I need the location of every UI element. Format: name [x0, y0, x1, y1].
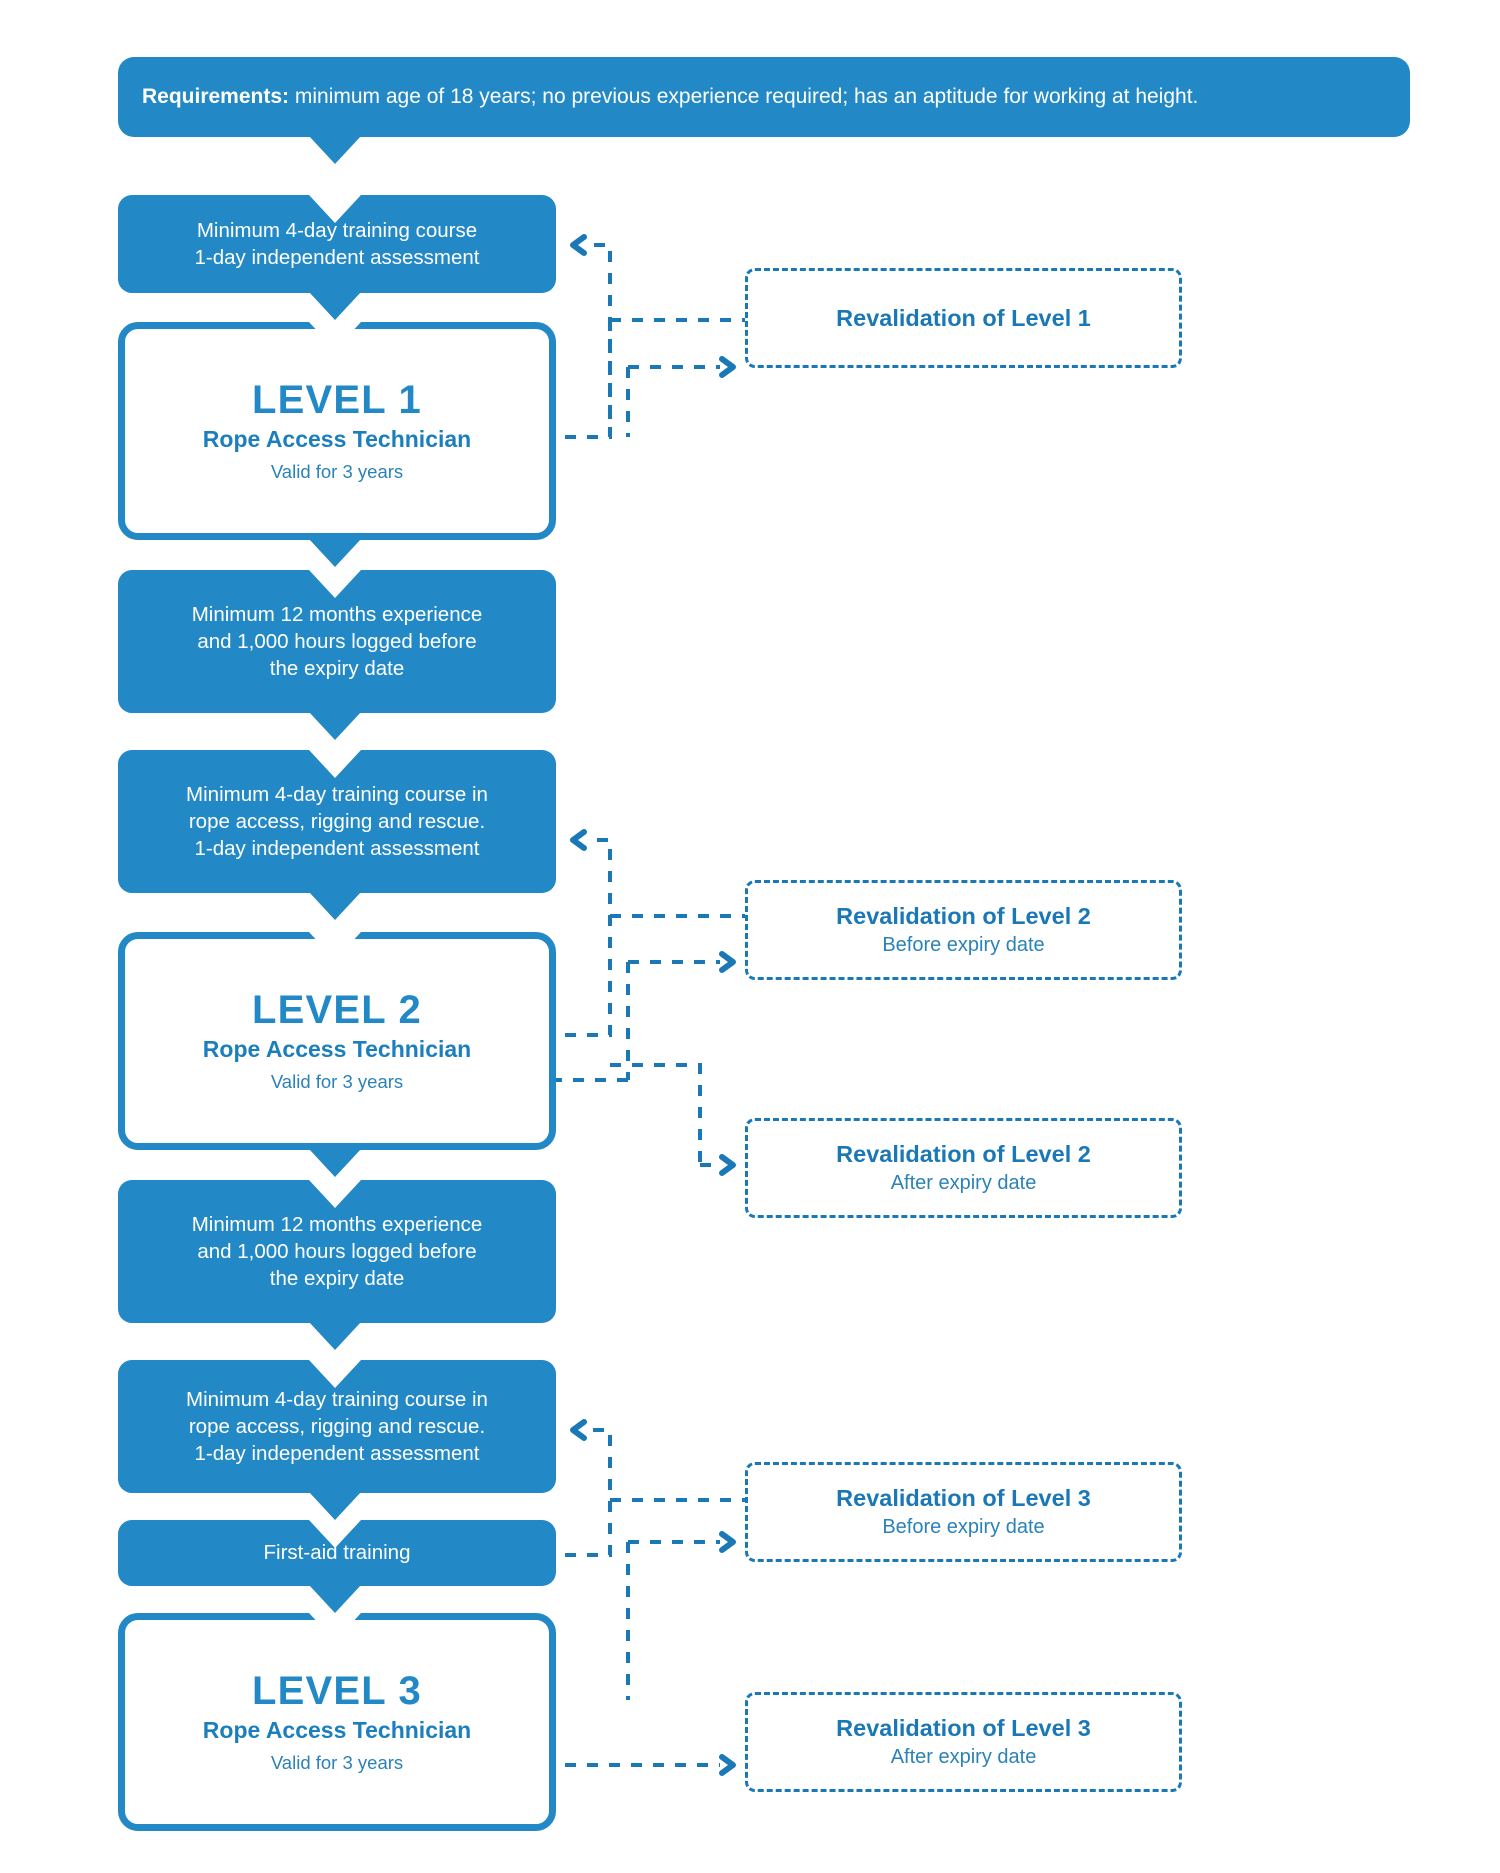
level-1-top-notch — [309, 322, 361, 350]
arrowhead-left-l2 — [570, 829, 587, 851]
revalidation-level-2-after-box: Revalidation of Level 2 After expiry dat… — [745, 1118, 1182, 1218]
revalidation-level-3-after-box: Revalidation of Level 3 After expiry dat… — [745, 1692, 1182, 1792]
arrowhead-right-reval3a — [719, 1531, 736, 1553]
revalidation-level-3-before-title: Revalidation of Level 3 — [836, 1484, 1091, 1511]
banner-tail-notch — [309, 136, 361, 164]
arrowhead-left-l3 — [570, 1419, 587, 1441]
revalidation-level-3-before-box: Revalidation of Level 3 Before expiry da… — [745, 1462, 1182, 1562]
requirements-body: minimum age of 18 years; no previous exp… — [289, 85, 1199, 109]
revalidation-level-2-before-subtitle: Before expiry date — [882, 934, 1045, 957]
step-l2l3-exp-tail — [309, 1322, 361, 1350]
revalidation-level-1-box: Revalidation of Level 1 — [745, 268, 1182, 368]
step-first-aid-top-notch — [309, 1520, 361, 1548]
level-3-title: LEVEL 3 — [252, 1668, 422, 1713]
step-level1-training: Minimum 4-day training course 1-day inde… — [118, 195, 556, 293]
step-level2-training-tail — [309, 892, 361, 920]
level-2-validity: Valid for 3 years — [270, 1070, 404, 1092]
arrowhead-right-reval1 — [719, 356, 736, 378]
revalidation-level-1-title: Revalidation of Level 1 — [836, 304, 1091, 331]
level-3-box: LEVEL 3 Rope Access Technician Valid for… — [118, 1613, 556, 1831]
requirements-label: Requirements: — [142, 85, 290, 109]
arrowhead-right-reval3b — [719, 1754, 736, 1776]
revalidation-level-2-after-subtitle: After expiry date — [890, 1172, 1037, 1195]
arrowhead-left-l1 — [570, 234, 587, 256]
revalidation-level-3-after-subtitle: After expiry date — [890, 1746, 1037, 1769]
level-1-title: LEVEL 1 — [252, 377, 422, 422]
requirements-banner: Requirements: minimum age of 18 years; n… — [118, 57, 1410, 137]
step-l1l2-exp-tail — [309, 712, 361, 740]
level-2-top-notch — [309, 932, 361, 960]
step-level1-training-tail — [309, 292, 361, 320]
level-2-title: LEVEL 2 — [252, 987, 422, 1032]
revalidation-level-3-before-subtitle: Before expiry date — [882, 1516, 1045, 1539]
level-1-validity: Valid for 3 years — [270, 460, 404, 482]
level-2-subtitle: Rope Access Technician — [202, 1035, 472, 1062]
level-3-validity: Valid for 3 years — [270, 1751, 404, 1773]
requirements-text: Requirements: minimum age of 18 years; n… — [142, 83, 1198, 111]
step-level1-training-top-notch — [309, 195, 361, 223]
level-2-tail — [309, 1149, 361, 1177]
level-3-top-notch — [309, 1613, 361, 1641]
level-1-tail — [309, 539, 361, 567]
arrowhead-right-reval2b — [719, 1154, 736, 1176]
level-1-box: LEVEL 1 Rope Access Technician Valid for… — [118, 322, 556, 540]
level-2-box: LEVEL 2 Rope Access Technician Valid for… — [118, 932, 556, 1150]
arrowhead-right-reval2a — [719, 951, 736, 973]
step-l2l3-exp-top-notch — [309, 1180, 361, 1208]
step-level2-training-top-notch — [309, 750, 361, 778]
step-level3-training-top-notch — [309, 1360, 361, 1388]
step-level3-training: Minimum 4-day training course in rope ac… — [118, 1360, 556, 1493]
step-level3-training-tail — [309, 1492, 361, 1520]
level-3-subtitle: Rope Access Technician — [202, 1716, 472, 1743]
revalidation-level-2-after-title: Revalidation of Level 2 — [836, 1140, 1091, 1167]
step-first-aid-tail — [309, 1585, 361, 1613]
level-1-subtitle: Rope Access Technician — [202, 425, 472, 452]
revalidation-level-2-before-title: Revalidation of Level 2 — [836, 902, 1091, 929]
revalidation-level-3-after-title: Revalidation of Level 3 — [836, 1714, 1091, 1741]
step-l1l2-exp-top-notch — [309, 570, 361, 598]
revalidation-level-2-before-box: Revalidation of Level 2 Before expiry da… — [745, 880, 1182, 980]
